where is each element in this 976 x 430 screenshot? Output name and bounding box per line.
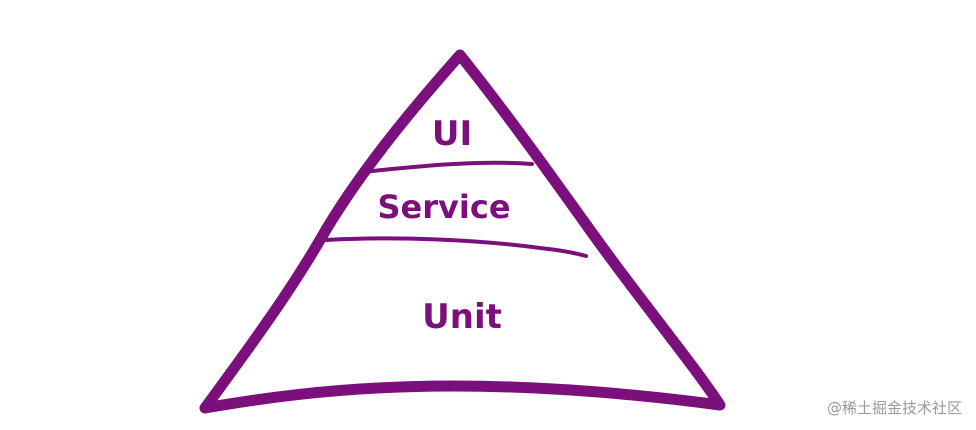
layer-label-ui: UI: [432, 114, 472, 154]
divider-ui-service: [360, 160, 534, 174]
layer-label-unit: Unit: [422, 297, 502, 337]
layer-label-service: Service: [377, 188, 510, 226]
watermark: @稀土掘金技术社区: [826, 399, 962, 417]
divider-service-unit: [324, 236, 588, 258]
pyramid-outline: [199, 49, 726, 414]
